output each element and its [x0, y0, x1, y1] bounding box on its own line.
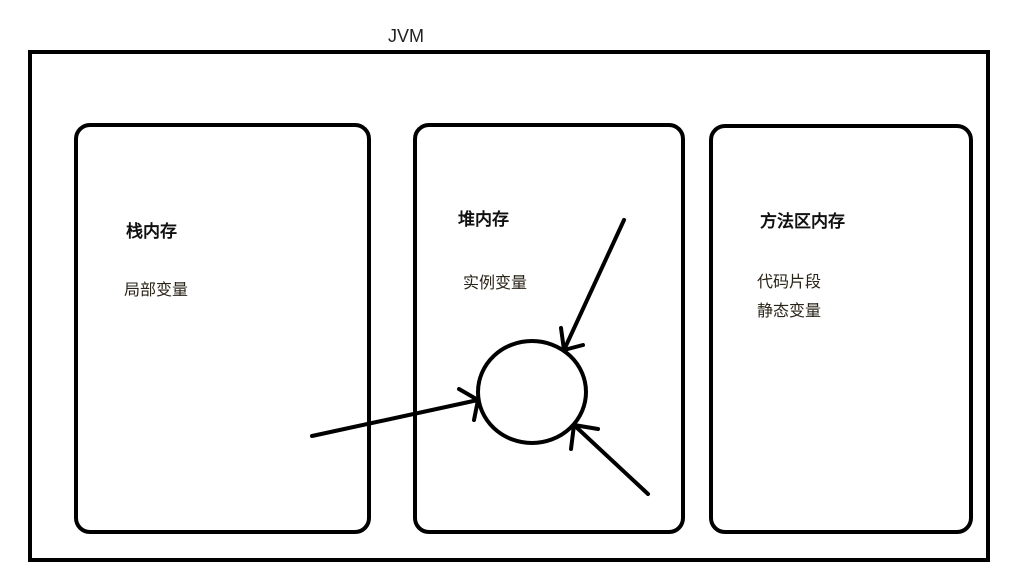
arrow-stack-to-object: [310, 387, 480, 438]
region-heap-item: 实例变量: [463, 273, 528, 292]
region-method-area-item: 静态变量: [757, 301, 822, 320]
jvm-container: [28, 50, 990, 562]
region-method-area-item: 代码片段: [757, 272, 822, 291]
region-stack-item: 局部变量: [124, 280, 189, 299]
heap-object-circle: [476, 339, 588, 445]
arrow-upper-to-object: [559, 218, 626, 352]
region-heap-heading: 堆内存: [458, 210, 509, 230]
arrow-lower-to-object: [569, 423, 650, 496]
diagram-title: JVM: [388, 26, 424, 46]
region-heap: [413, 123, 685, 534]
region-method-area-heading: 方法区内存: [760, 212, 845, 232]
region-method-area: [709, 124, 973, 534]
region-stack-heading: 栈内存: [126, 222, 177, 242]
region-stack: [74, 123, 371, 534]
